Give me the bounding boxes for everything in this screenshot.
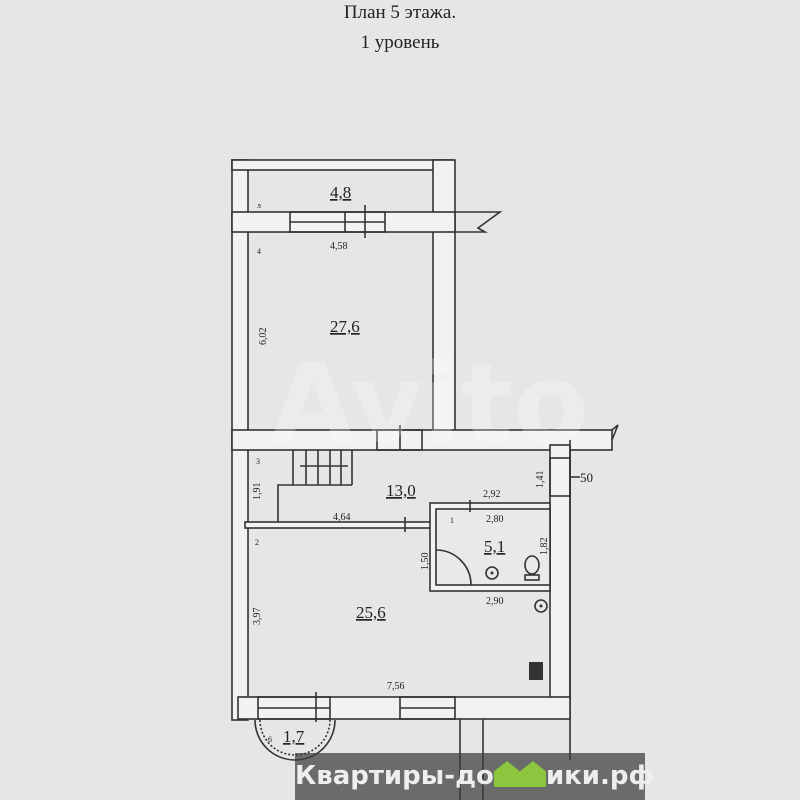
balcony-top-wall [231,159,453,171]
sink-icon [485,566,499,580]
dimension: 50 [580,470,593,485]
dimension: 2,80 [486,514,504,525]
stairs [277,450,294,522]
room-number: 2 [255,538,259,547]
room-number: л [257,201,261,210]
plan-title: План 5 этажа. [343,2,457,23]
house-logo-icon [493,761,546,787]
drain-icon [534,599,548,613]
watermark-text-right: ики.рф [545,761,655,791]
door-swing [435,549,472,586]
dimension: 4,58 [330,241,348,252]
right-wall [549,444,571,701]
site-watermark: Квартиры-до ики.рф [295,753,654,800]
dimension: 1,50 [420,553,431,571]
room-area: 4,8 [330,183,351,202]
dimension: 2,90 [486,596,504,607]
room-area: 1,7 [283,727,305,746]
plan-subtitle: 1 уровень [360,32,440,53]
break-line [455,211,503,233]
dimension: 1,41 [535,471,546,489]
dimension: 3,97 [252,608,263,626]
dimension: 4,64 [333,512,351,523]
room-area: 27,6 [330,317,360,336]
avito-watermark: Avito [270,340,589,468]
room-number: 1 [450,516,454,525]
room-number: 4 [257,247,261,256]
dimension: 6,02 [258,328,269,346]
dimension: 7,56 [387,681,405,692]
room-number: 6 [268,735,272,744]
dimension: 1,91 [252,483,263,501]
watermark-text-left: Квартиры-до [295,761,494,791]
room-area: 5,1 [484,537,505,556]
toilet-icon [524,555,540,575]
dimension: 2,92 [483,489,501,500]
room-area: 13,0 [386,481,416,500]
room-number: 3 [256,457,260,466]
room-area: 25,6 [356,603,386,622]
stove-icon [529,662,543,680]
dimension: 1,82 [539,538,550,556]
